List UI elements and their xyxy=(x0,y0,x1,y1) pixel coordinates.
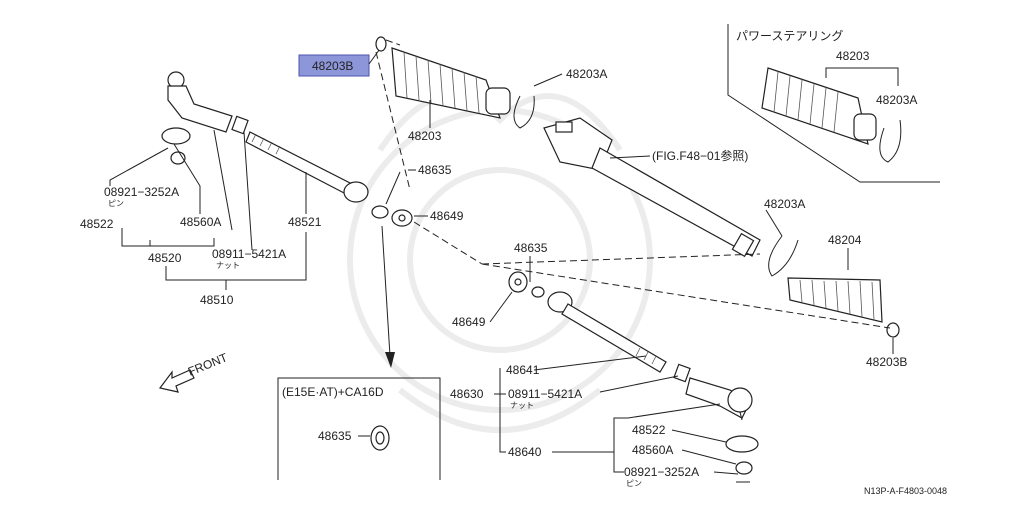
label-48635-right: 48635 xyxy=(514,241,548,255)
engine-box-title: (E15E·AT)+CA16D xyxy=(282,385,384,399)
label-fig-reference: (FIG.F48−01参照) xyxy=(652,148,748,163)
inset-title: パワーステアリング xyxy=(736,29,843,43)
lock-nut-right xyxy=(673,363,691,383)
dust-boot-48560A-left xyxy=(161,127,191,145)
label-48203-inset: 48203 xyxy=(836,49,870,63)
steering-boot-upper xyxy=(391,47,511,119)
washer-48635-left xyxy=(371,205,389,219)
boot-clamp-ring-48203B xyxy=(375,36,387,52)
label-48641: 48641 xyxy=(506,363,540,377)
boot-clamp-ring-48203B-right xyxy=(886,322,900,338)
diagram-id: N13P-A-F4803-0048 xyxy=(864,486,947,496)
label-48522-left: 48522 xyxy=(80,217,114,231)
steering-boot-inset xyxy=(761,67,877,145)
engine-variant-box xyxy=(277,377,441,480)
label-48560A-left: 48560A xyxy=(180,215,221,229)
inner-tie-rod-48641 xyxy=(547,291,667,373)
label-48649-left: 48649 xyxy=(430,209,464,223)
label-pin-right: ピン xyxy=(626,479,642,488)
label-front: FRONT xyxy=(186,350,230,379)
castle-nut-right xyxy=(735,461,753,475)
washer-48635-right xyxy=(531,286,545,298)
label-48203A-inset: 48203A xyxy=(876,93,917,107)
label-48510: 48510 xyxy=(200,293,234,307)
label-48520: 48520 xyxy=(148,251,182,265)
label-48635-box: 48635 xyxy=(318,429,352,443)
inset-frame xyxy=(727,24,940,183)
tie-rod-end-right xyxy=(685,377,753,421)
highlight-48203B-box[interactable] xyxy=(298,54,370,77)
label-48521: 48521 xyxy=(288,215,322,229)
label-48630: 48630 xyxy=(450,387,484,401)
label-08921-right: 08921−3252A xyxy=(624,465,699,479)
label-48203B-highlighted[interactable]: 48203B xyxy=(312,59,353,73)
arrow-to-engine-box xyxy=(385,352,395,368)
front-direction-arrow xyxy=(158,369,195,393)
label-48649-right: 48649 xyxy=(452,315,486,329)
label-pin-left: ピン xyxy=(108,199,124,208)
label-48203-upper: 48203 xyxy=(408,129,442,143)
boot-clamp-48203A-upper xyxy=(513,95,535,129)
label-08921-left: 08921−3252A xyxy=(104,185,179,199)
label-48203A-upper: 48203A xyxy=(566,67,607,81)
boot-clamp-inset xyxy=(879,119,902,163)
label-nut-left: ナット xyxy=(216,261,240,270)
steering-boot-48204 xyxy=(787,277,883,323)
label-48635-left: 48635 xyxy=(418,163,452,177)
boot-clamp-48203A-lower xyxy=(768,235,799,277)
label-48560A-right: 48560A xyxy=(632,443,673,457)
label-48203B-right: 48203B xyxy=(866,355,907,369)
label-nut-right: ナット xyxy=(510,401,534,410)
dust-boot-48560A-right xyxy=(725,435,759,453)
label-08911-right: 08911−5421A xyxy=(508,387,582,401)
label-48640: 48640 xyxy=(508,445,542,459)
lock-nut-left xyxy=(231,115,249,135)
tie-rod-end-left xyxy=(167,71,233,133)
inner-tie-rod-48521 xyxy=(245,131,369,203)
label-08911-left: 08911−5421A xyxy=(212,247,286,261)
label-48522-right: 48522 xyxy=(632,423,666,437)
steering-rack-assembly xyxy=(543,117,761,258)
label-48203A-mid: 48203A xyxy=(764,197,805,211)
label-48204: 48204 xyxy=(828,233,862,247)
castle-nut-left xyxy=(170,151,186,165)
